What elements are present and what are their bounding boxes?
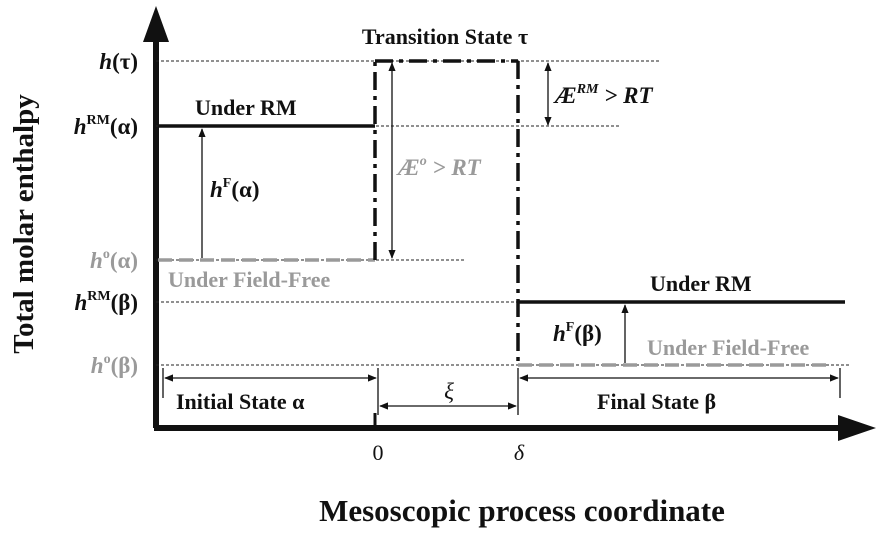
tick-delta: δ [514,440,525,465]
tick-h-o-beta: ho(β) [91,352,138,378]
label-under-rm-left: Under RM [195,95,297,120]
label-under-ff-left: Under Field-Free [168,267,331,292]
xi-label: ξ [444,379,454,404]
transition-barrier [373,59,520,365]
field-effect-alpha-label: hF(α) [210,176,260,202]
region-markers [162,368,841,415]
barrier-ff-label: Æo > RT [396,154,482,180]
label-under-rm-right: Under RM [650,271,752,296]
tick-h-rm-beta: hRM(β) [74,289,138,315]
barrier-rm-label: ÆRM > RT [553,82,653,108]
tick-h-o-alpha: ho(α) [90,247,138,273]
tick-zero: 0 [373,440,384,465]
final-state-label: Final State β [597,389,716,414]
x-axis-label: Mesoscopic process coordinate [319,493,725,528]
y-axis-label: Total molar enthalpy [8,94,40,354]
field-effect-beta-label: hF(β) [553,320,602,346]
initial-state-label: Initial State α [176,389,305,414]
y-axis [143,6,169,428]
transition-state-label: Transition State τ [362,24,528,49]
label-under-ff-right: Under Field-Free [647,335,810,360]
tick-h-rm-alpha: hRM(α) [74,113,138,139]
tick-h-tau: h(τ) [99,49,138,74]
x-axis [154,415,876,441]
